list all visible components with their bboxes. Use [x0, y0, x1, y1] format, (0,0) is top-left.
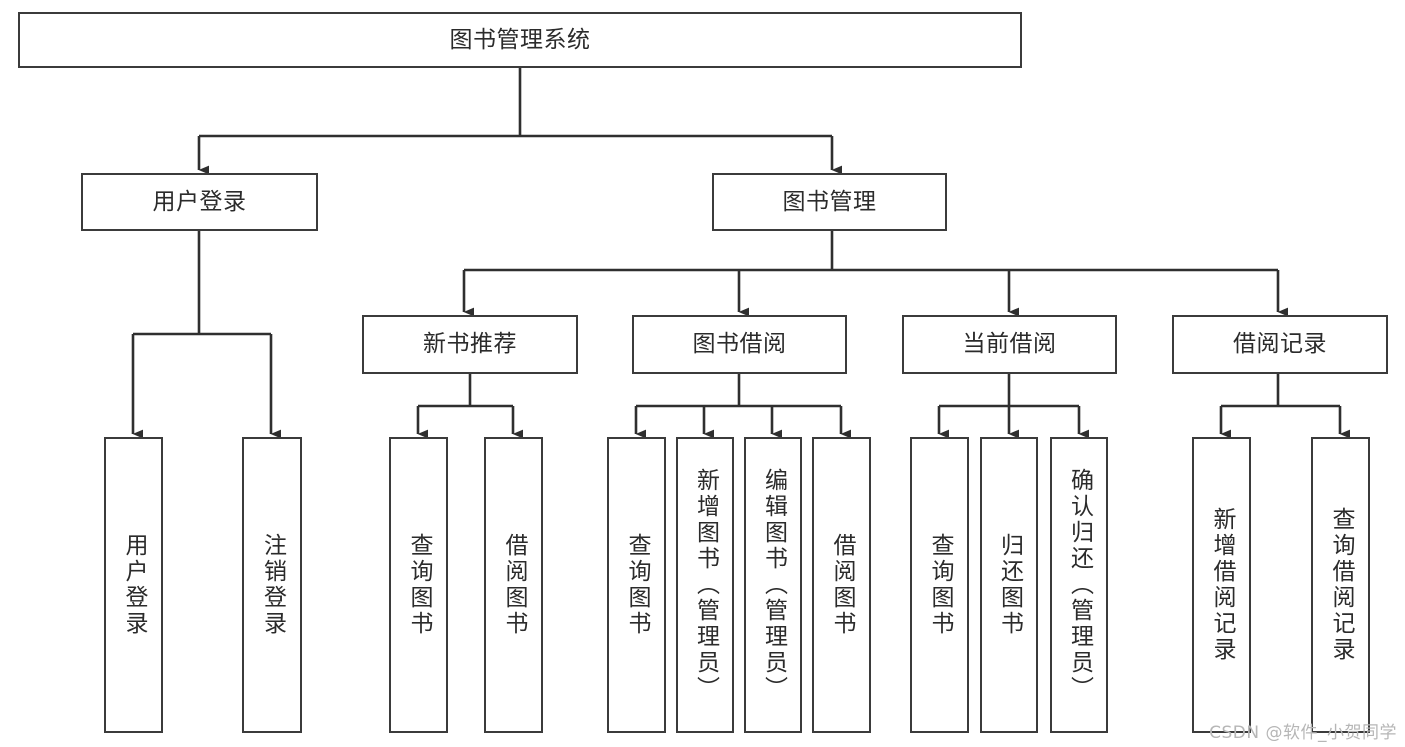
node-book-borrow[interactable]: 图书借阅	[632, 315, 847, 374]
node-current-borrow[interactable]: 当前借阅	[902, 315, 1117, 374]
leaf-confirm-return-admin[interactable]: 确认归还（管理员）	[1050, 437, 1108, 733]
node-label: 查询图书	[624, 533, 650, 637]
leaf-query-book-current[interactable]: 查询图书	[910, 437, 969, 733]
node-label: 查询图书	[927, 533, 953, 637]
node-label: 新书推荐	[423, 331, 517, 358]
leaf-edit-book-admin[interactable]: 编辑图书（管理员）	[744, 437, 802, 733]
node-book-manage[interactable]: 图书管理	[712, 173, 947, 231]
csdn-watermark: CSDN @软件_小贺同学	[1209, 723, 1397, 743]
node-new-book-recommend[interactable]: 新书推荐	[362, 315, 578, 374]
leaf-query-book-borrow[interactable]: 查询图书	[607, 437, 666, 733]
node-user-login[interactable]: 用户登录	[81, 173, 318, 231]
node-label: 查询图书	[406, 533, 432, 637]
node-label: 归还图书	[996, 533, 1023, 637]
node-label: 用户登录	[121, 533, 147, 637]
node-label: 查询借阅记录	[1328, 507, 1354, 663]
node-label: 确认归还（管理员）	[1066, 468, 1093, 702]
leaf-return-book[interactable]: 归还图书	[980, 437, 1038, 733]
node-label: 当前借阅	[962, 331, 1057, 358]
leaf-user-login[interactable]: 用户登录	[104, 437, 163, 733]
leaf-add-book-admin[interactable]: 新增图书（管理员）	[676, 437, 734, 733]
leaf-borrow-book-borrow[interactable]: 借阅图书	[812, 437, 871, 733]
node-root-system[interactable]: 图书管理系统	[18, 12, 1022, 68]
node-label: 编辑图书（管理员）	[760, 468, 787, 702]
leaf-borrow-book-recommend[interactable]: 借阅图书	[484, 437, 543, 733]
node-label: 图书借阅	[692, 331, 787, 358]
node-label: 图书管理	[782, 188, 877, 215]
node-label: 用户登录	[152, 188, 247, 215]
node-label: 借阅记录	[1233, 331, 1327, 358]
node-label: 图书管理系统	[449, 26, 591, 53]
node-label: 新增图书（管理员）	[692, 468, 719, 702]
leaf-query-book-recommend[interactable]: 查询图书	[389, 437, 448, 733]
node-label: 新增借阅记录	[1209, 507, 1235, 663]
leaf-logout-login[interactable]: 注销登录	[242, 437, 302, 733]
node-label: 注销登录	[259, 533, 286, 637]
node-label: 借阅图书	[501, 533, 527, 637]
node-borrow-record[interactable]: 借阅记录	[1172, 315, 1388, 374]
node-label: 借阅图书	[829, 533, 855, 637]
leaf-query-borrow-record[interactable]: 查询借阅记录	[1311, 437, 1370, 733]
leaf-add-borrow-record[interactable]: 新增借阅记录	[1192, 437, 1251, 733]
